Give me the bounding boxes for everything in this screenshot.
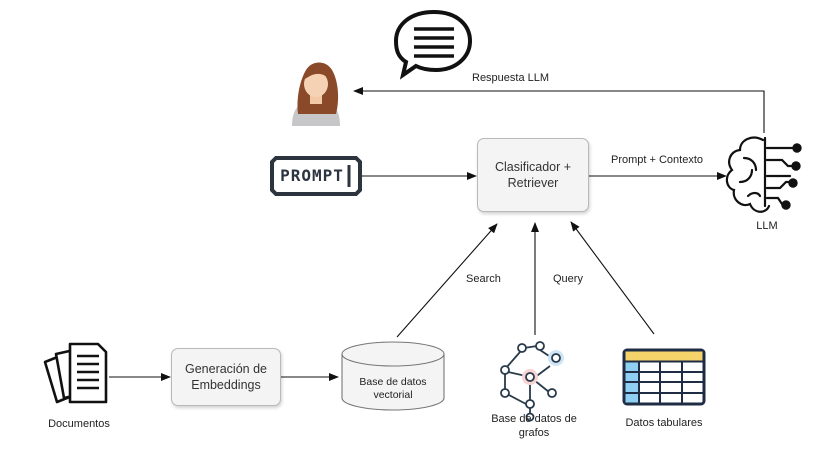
- documents-label: Documentos: [48, 418, 110, 430]
- edge-label-query: Query: [553, 273, 583, 285]
- edges: [109, 87, 765, 381]
- edge-label-prompt-context: Prompt + Contexto: [611, 154, 704, 166]
- brain-circuit-icon: [725, 136, 802, 213]
- graph-icon: [500, 341, 564, 422]
- edge-label-response: Respuesta LLM: [472, 72, 550, 84]
- table-icon: [622, 348, 706, 406]
- classifier-retriever-box[interactable]: Clasificador + Retriever: [477, 138, 589, 212]
- tabular-label: Datos tabulares: [625, 417, 703, 429]
- prompt-badge-text: PROMPT: [280, 166, 344, 185]
- edge-label-search: Search: [466, 273, 501, 285]
- classifier-line2: Retriever: [507, 176, 559, 190]
- llm-label: LLM: [756, 220, 778, 232]
- graph-db-label: Base de datos de grafos: [491, 413, 577, 439]
- vector-db-label: Base de datos vectorial: [359, 376, 427, 401]
- edge-tabular-to-classifier: [570, 221, 655, 335]
- vector-db-cylinder: [341, 341, 445, 411]
- edge-vectordb-to-classifier: [396, 223, 498, 338]
- embeddings-line2: Embeddings: [191, 378, 261, 392]
- speech-bubble-icon: [393, 9, 473, 80]
- user-avatar-icon: [292, 62, 340, 126]
- documents-icon: [43, 342, 108, 404]
- edge-llm-to-user: [353, 87, 765, 133]
- prompt-badge-icon: [270, 156, 362, 196]
- embeddings-box[interactable]: Generación de Embeddings: [171, 348, 281, 406]
- classifier-line1: Clasificador +: [494, 160, 572, 174]
- embeddings-line1: Generación de: [184, 362, 267, 376]
